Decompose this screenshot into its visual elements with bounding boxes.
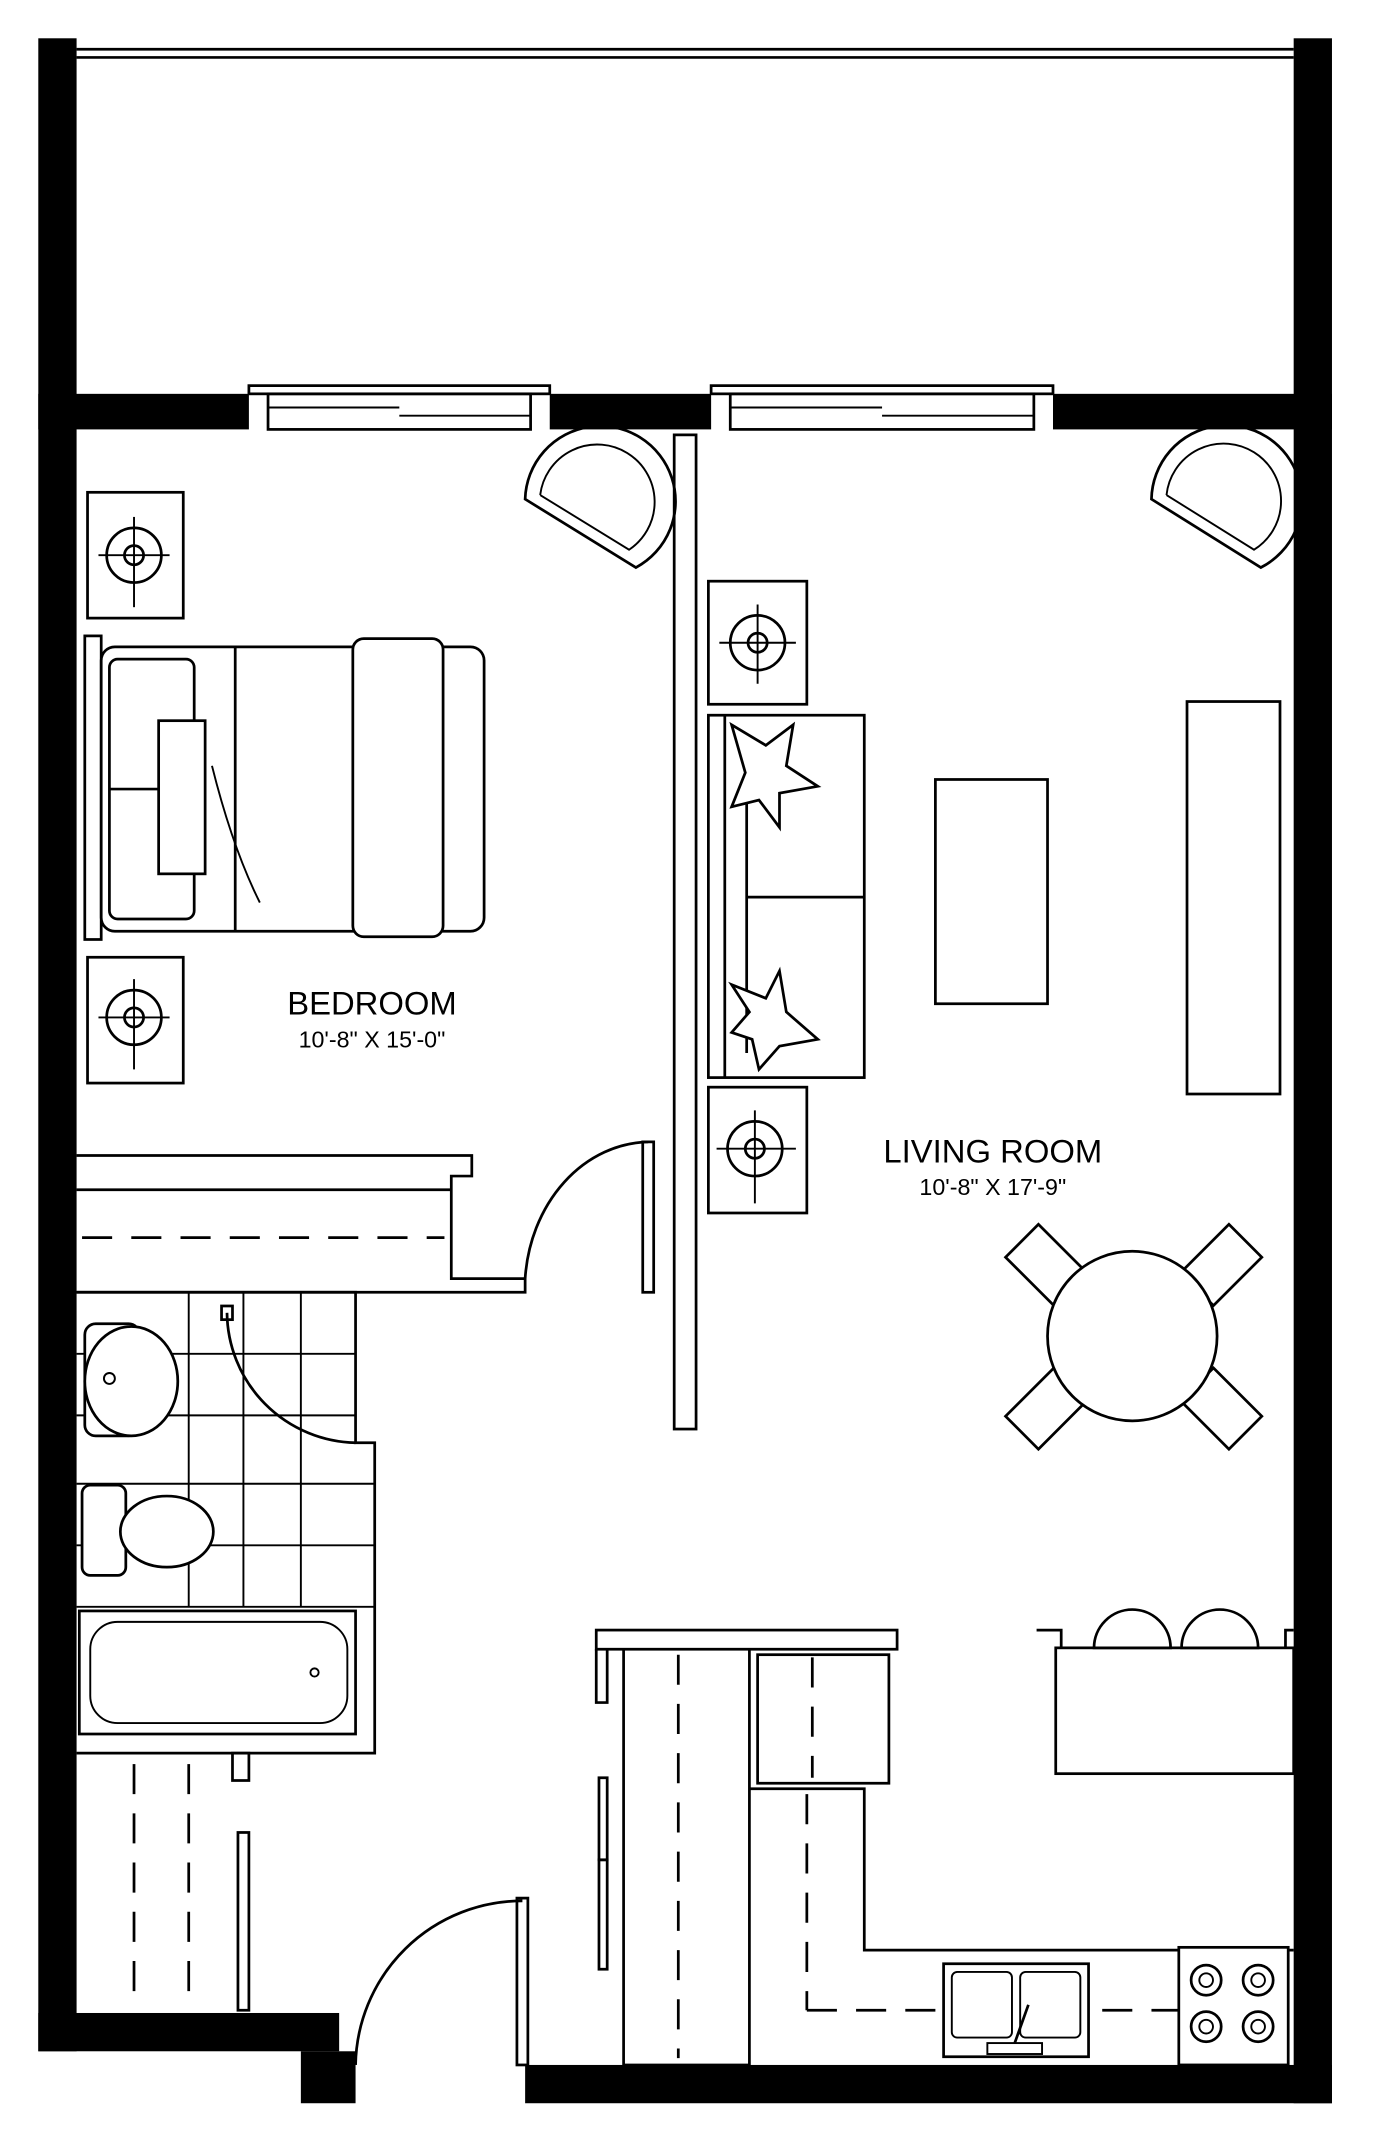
end-table-bottom [707, 1085, 809, 1215]
end-table-top [707, 579, 809, 706]
stove-icon [1177, 1945, 1290, 2067]
nightstand-top [86, 490, 185, 620]
toilet-icon [80, 1483, 215, 1577]
label-bedroom: BEDROOM 10'-8" X 15'-0" [287, 985, 457, 1053]
label-living-room: LIVING ROOM 10'-8" X 17'-9" [883, 1132, 1102, 1200]
sofa-icon [707, 713, 866, 1079]
door-bedroom [523, 1140, 656, 1294]
tv-console [1185, 700, 1282, 1096]
sink-icon [83, 1322, 180, 1438]
window-bedroom [247, 384, 552, 431]
balcony-railing [76, 47, 1294, 59]
interior-walls [76, 433, 698, 2012]
bed-icon [83, 634, 486, 941]
walls [38, 38, 1332, 2104]
chair-living [1150, 423, 1304, 570]
window-living [709, 384, 1055, 431]
room-name-living: LIVING ROOM [883, 1132, 1102, 1169]
room-dims-bedroom: 10'-8" X 15'-0" [299, 1027, 446, 1053]
nightstand-bottom [86, 955, 185, 1085]
kitchen-sink-icon [942, 1962, 1090, 2059]
chair-bedroom [523, 424, 677, 570]
bathtub-icon [77, 1609, 357, 1736]
room-dims-living: 10'-8" X 17'-9" [919, 1174, 1066, 1200]
kitchen [594, 1608, 1296, 2067]
coffee-table [934, 778, 1049, 1006]
dining-set [1003, 1222, 1264, 1452]
door-bathroom [220, 1304, 356, 1445]
door-entry [354, 1896, 530, 2067]
room-name-bedroom: BEDROOM [287, 985, 457, 1022]
